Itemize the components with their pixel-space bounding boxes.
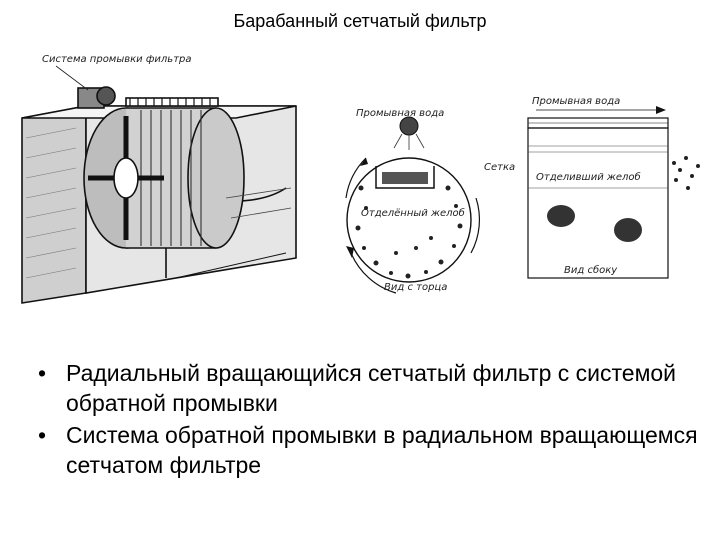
tank-drawing: [21, 86, 297, 304]
bullet-marker: •: [38, 360, 47, 386]
label-mesh: Сетка: [484, 162, 515, 173]
bullet-marker: •: [38, 422, 47, 448]
label-wash-system: Система промывки фильтра: [42, 54, 192, 65]
drum-filter-illustration: Система промывки фильтра: [16, 48, 706, 310]
side-view-drawing: [527, 106, 700, 279]
bullet-item: • Радиальный вращающийся сетчатый фильтр…: [38, 358, 698, 418]
label-side-view: Вид сбоку: [564, 264, 618, 276]
label-end-view: Вид с торца: [384, 282, 447, 293]
illustration-svg: Система промывки фильтра: [21, 54, 700, 304]
label-wash-water-left: Промывная вода: [356, 108, 444, 119]
bullet-item: • Система обратной промывки в радиальном…: [38, 420, 698, 480]
bullet-list: • Радиальный вращающийся сетчатый фильтр…: [38, 358, 698, 482]
end-view-drawing: [345, 116, 480, 294]
slide-title: Барабанный сетчатый фильтр: [233, 11, 487, 31]
bullet-text: Система обратной промывки в радиальном в…: [66, 422, 698, 478]
label-wash-water-right: Промывная вода: [532, 96, 620, 107]
bullet-text: Радиальный вращающийся сетчатый фильтр с…: [66, 360, 677, 416]
label-separated-sludge-right: Отделивший желоб: [536, 171, 641, 183]
label-separated-sludge-left: Отделённый желоб: [361, 207, 465, 219]
leader-line: [55, 65, 89, 91]
